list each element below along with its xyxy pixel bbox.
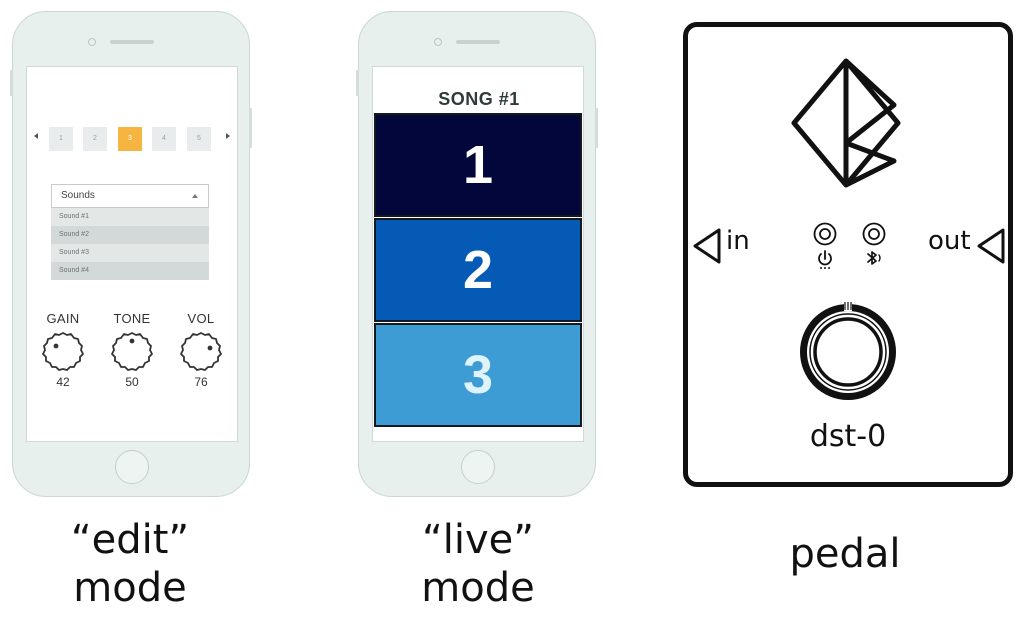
output-label: out: [928, 226, 971, 256]
pedal-model-label: dst-0: [809, 419, 887, 454]
dropdown-option[interactable]: Sound #2: [51, 226, 209, 244]
tone-knob[interactable]: [110, 330, 154, 374]
caption-line: “edit”: [70, 517, 190, 563]
pager-prev-arrow-icon[interactable]: [34, 133, 38, 139]
phone-side-button: [595, 108, 598, 148]
knob-label: GAIN: [46, 311, 80, 326]
phone-speaker: [110, 40, 154, 44]
input-jack-arrow-icon: [693, 228, 721, 264]
live-screen: SONG #1 1 2 3: [372, 66, 584, 442]
page-button[interactable]: 5: [187, 127, 211, 151]
edit-mode-caption: “edit” mode: [30, 516, 230, 612]
gain-knob[interactable]: [41, 330, 85, 374]
input-label: in: [726, 226, 750, 256]
pager-next-arrow-icon[interactable]: [226, 133, 230, 139]
tone-knob-group: TONE 50: [106, 311, 158, 389]
page-button[interactable]: 1: [49, 127, 73, 151]
gain-knob-group: GAIN 42: [37, 311, 89, 389]
page-button-active[interactable]: 3: [118, 127, 142, 151]
phone-speaker: [456, 40, 500, 44]
edit-mode-phone: 1 2 3 4 5 Sounds Sound #1 Sound #2 Sound…: [10, 11, 252, 497]
song-title: SONG #1: [438, 89, 520, 109]
dropdown-selected-label: Sounds: [61, 190, 95, 201]
phone-side-button: [249, 108, 252, 148]
power-led-icon: [813, 222, 837, 246]
dropdown-option[interactable]: Sound #3: [51, 244, 209, 262]
caption-line: “live”: [422, 517, 534, 563]
dropdown-option[interactable]: Sound #1: [51, 208, 209, 226]
knob-value: 42: [56, 375, 70, 389]
live-mode-caption: “live” mode: [378, 516, 578, 612]
caption-line: mode: [421, 565, 535, 611]
brand-logo-icon: [791, 58, 901, 188]
knob-label: VOL: [187, 311, 215, 326]
phone-side-button: [356, 70, 359, 96]
home-button[interactable]: [461, 450, 495, 484]
live-button-3[interactable]: 3: [374, 323, 582, 427]
caret-up-icon: [192, 194, 198, 198]
live-mode-phone: SONG #1 1 2 3: [356, 11, 598, 497]
edit-screen: 1 2 3 4 5 Sounds Sound #1 Sound #2 Sound…: [26, 66, 238, 442]
page-button[interactable]: 2: [83, 127, 107, 151]
page-button[interactable]: 4: [152, 127, 176, 151]
live-button-1[interactable]: 1: [374, 113, 582, 217]
phone-camera: [434, 38, 442, 46]
power-icon: [818, 250, 832, 269]
output-jack-arrow-icon: [977, 228, 1005, 264]
knob-value: 76: [194, 375, 208, 389]
pedal: in out dst-0: [683, 22, 1013, 487]
sounds-dropdown[interactable]: Sounds Sound #1 Sound #2 Sound #3 Sound …: [51, 184, 209, 280]
dropdown-header[interactable]: Sounds: [51, 184, 209, 208]
phone-side-button: [10, 70, 13, 96]
live-button-2[interactable]: 2: [374, 218, 582, 322]
home-button[interactable]: [115, 450, 149, 484]
bluetooth-icon: [867, 251, 881, 265]
bluetooth-led-icon: [862, 222, 886, 246]
footswitch-icon[interactable]: [795, 297, 901, 403]
pedal-caption: pedal: [789, 531, 901, 577]
caption-line: mode: [73, 565, 187, 611]
knob-value: 50: [125, 375, 139, 389]
sound-pager: 1 2 3 4 5: [27, 127, 237, 151]
knob-label: TONE: [113, 311, 151, 326]
vol-knob[interactable]: [179, 330, 223, 374]
vol-knob-group: VOL 76: [175, 311, 227, 389]
dropdown-option[interactable]: Sound #4: [51, 262, 209, 280]
phone-camera: [88, 38, 96, 46]
